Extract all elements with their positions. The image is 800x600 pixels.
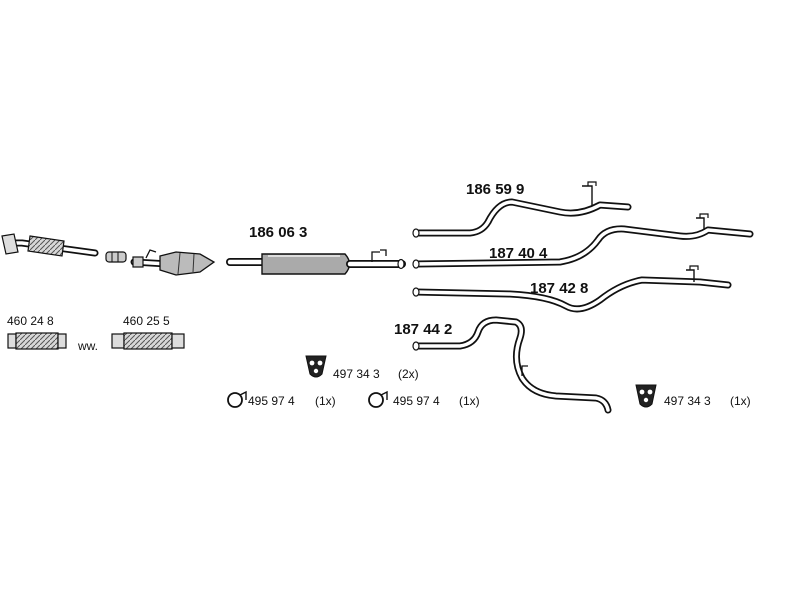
label-clamp-b-number: 495 97 4: [393, 394, 440, 408]
label-hanger-b-number: 497 34 3: [664, 394, 711, 408]
label-187404: 187 40 4: [489, 245, 548, 262]
rear-pipe-187428[interactable]: [412, 265, 732, 313]
middle-silencer[interactable]: [226, 249, 406, 275]
label-186063: 186 06 3: [249, 224, 307, 241]
rear-pipe-187442[interactable]: [412, 316, 612, 414]
label-clamp-a-number: 495 97 4: [248, 394, 295, 408]
catalytic-converter[interactable]: [130, 249, 216, 276]
label-460248: 460 24 8: [7, 314, 54, 328]
flex-pipe-460255[interactable]: [111, 332, 185, 350]
label-187442: 187 44 2: [394, 321, 452, 338]
flex-pipe-460248[interactable]: [7, 332, 67, 350]
label-186599: 186 59 9: [466, 181, 524, 198]
label-hanger-a-qty: (2x): [398, 367, 419, 381]
rear-pipe-187404[interactable]: [412, 213, 754, 268]
label-187428: 187 42 8: [530, 280, 588, 297]
rear-pipe-186599[interactable]: [412, 181, 632, 237]
front-pipe-with-flex[interactable]: [1, 233, 99, 257]
label-clamp-b-qty: (1x): [459, 394, 480, 408]
connector-sleeve[interactable]: [105, 251, 127, 263]
label-clamp-a-qty: (1x): [315, 394, 336, 408]
label-460255: 460 25 5: [123, 314, 170, 328]
pipe-clamp-icon[interactable]: [368, 390, 388, 408]
rubber-hanger-icon[interactable]: [635, 384, 657, 408]
pipe-end-caps: [412, 228, 420, 351]
rubber-hanger-icon[interactable]: [305, 355, 327, 378]
label-hanger-a-number: 497 34 3: [333, 367, 380, 381]
pipe-clamp-icon[interactable]: [227, 390, 247, 408]
label-ww: ww.: [77, 339, 98, 353]
label-hanger-b-qty: (1x): [730, 394, 751, 408]
